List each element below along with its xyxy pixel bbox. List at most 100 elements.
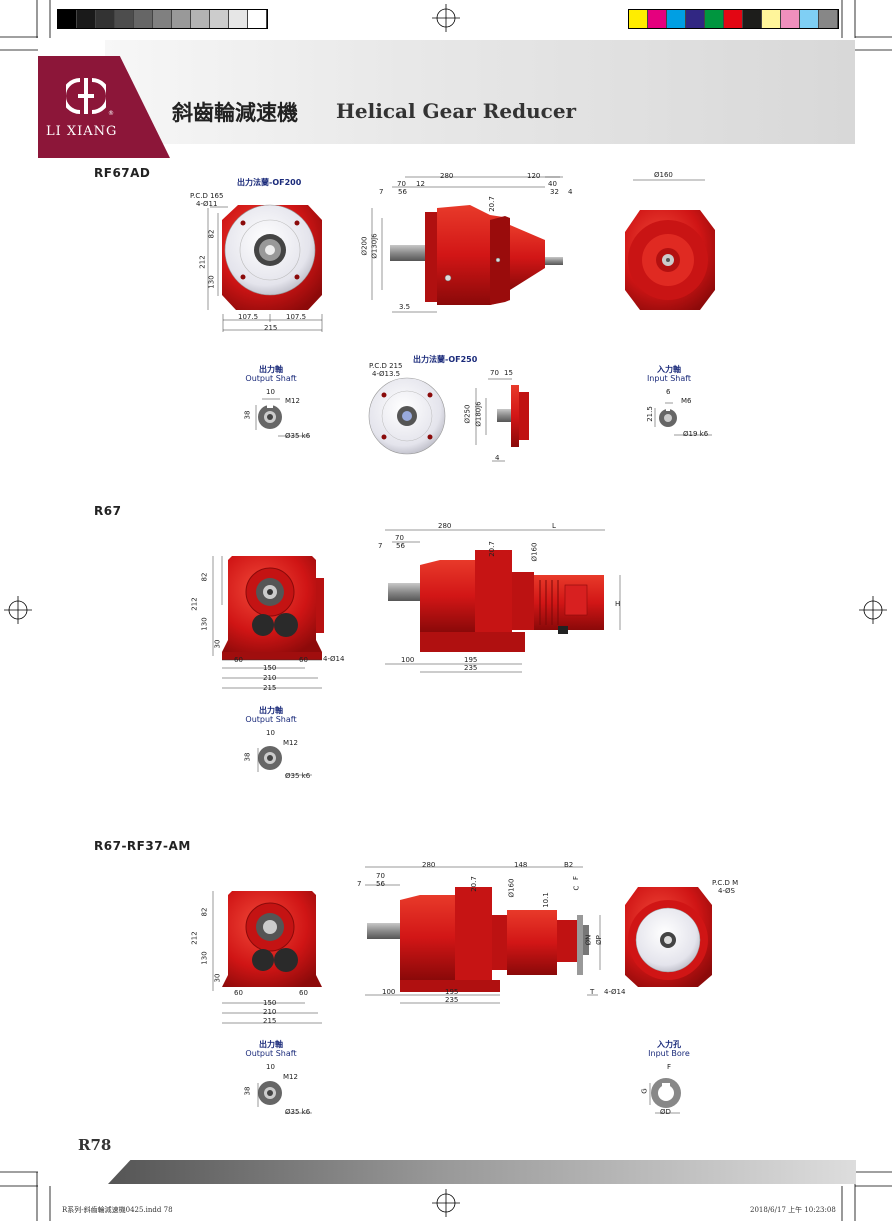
output-shaft-caption-en-3: Output Shaft	[245, 1049, 297, 1058]
gray-swatch-4	[134, 10, 153, 28]
r67-dim-195: 195	[464, 656, 478, 664]
r67-rf37-am-drawings	[212, 866, 712, 1114]
rf67ad-output-shaft-detail	[258, 404, 282, 429]
input-bore-caption: 入力孔 Input Bore	[640, 1040, 698, 1058]
s3-dim-235: 235	[445, 996, 459, 1004]
r67-dim-10: 10	[266, 729, 275, 737]
section-title-rf67ad: RF67AD	[94, 166, 151, 180]
dim-dia-250: Ø250	[463, 404, 472, 424]
s3-dim-30: 30	[213, 973, 222, 983]
gray-swatch-bar	[57, 9, 268, 29]
s3-dim-38: 38	[243, 1086, 252, 1096]
color-swatch-0	[629, 10, 648, 28]
r67-drawings	[212, 529, 621, 776]
r67-dim-56: 56	[396, 542, 405, 550]
s3-dim-holes-14: 4-Ø14	[604, 988, 626, 996]
dim-10: 10	[266, 388, 275, 396]
color-swatch-8	[781, 10, 800, 28]
color-swatch-1	[648, 10, 667, 28]
page-title-chinese: 斜齒輪減速機	[172, 101, 298, 125]
dim-70-b: 70	[490, 369, 499, 377]
dim-40: 40	[548, 180, 557, 188]
s3-dim-195: 195	[445, 988, 459, 996]
dim-20-7: 20.7	[487, 196, 496, 212]
dim-32: 32	[550, 188, 559, 196]
color-swatch-7	[762, 10, 781, 28]
thread-m6: M6	[681, 397, 692, 405]
dim-70: 70	[397, 180, 406, 188]
dim-280: 280	[440, 172, 454, 180]
r67-dim-30: 30	[213, 639, 222, 649]
r67-thread-m12: M12	[283, 739, 298, 747]
dim-130: 130	[207, 275, 216, 289]
rf67ad-input-shaft-detail	[659, 408, 677, 427]
print-slug-file: R系列-斜齒輪減速機0425.indd 78	[62, 1206, 173, 1214]
header-band	[105, 40, 855, 144]
s3-dim-60-right: 60	[299, 989, 308, 997]
r67-dim-70: 70	[395, 534, 404, 542]
r67-rf37-output-shaft-detail	[258, 1081, 282, 1105]
s3-dim-7: 7	[357, 880, 362, 888]
s3-dim-215: 215	[263, 1017, 277, 1025]
rf67ad-drawings	[207, 176, 715, 462]
dim-dia-130j6: Ø130j6	[370, 233, 379, 259]
s3-dim-dia-35-k6: Ø35 k6	[285, 1108, 311, 1116]
input-bore-caption-en: Input Bore	[648, 1049, 690, 1058]
dim-pcd-165: P.C.D 165	[190, 192, 224, 200]
output-shaft-caption-en: Output Shaft	[245, 374, 297, 383]
logo-registered-mark: ®	[108, 110, 114, 117]
s3-thread-m12: M12	[283, 1073, 298, 1081]
r67-dim-280: 280	[438, 522, 452, 530]
input-shaft-caption: 入力軸 Input Shaft	[640, 365, 698, 383]
color-swatch-10	[819, 10, 838, 28]
gray-swatch-10	[248, 10, 267, 28]
r67-dim-210: 210	[263, 674, 277, 682]
s3-dim-20-7: 20.7	[469, 876, 478, 892]
color-swatch-5	[724, 10, 743, 28]
section-title-r67-rf37-am: R67-RF37-AM	[94, 839, 191, 853]
r67-dim-holes-14: 4-Ø14	[323, 655, 345, 663]
dim-dia-35-k6: Ø35 k6	[285, 432, 311, 440]
output-shaft-caption-en-2: Output Shaft	[245, 715, 297, 724]
bore-dim-G: G	[640, 1088, 649, 1094]
r67-dim-235: 235	[464, 664, 478, 672]
s3-dim-148: 148	[514, 861, 528, 869]
logo-text: LI XIANG	[46, 124, 118, 139]
s3-dim-dia-P: ØP	[594, 935, 603, 945]
s3-dim-holes-S: 4-ØS	[718, 887, 735, 895]
s3-dim-T: T	[590, 988, 595, 996]
bore-dim-F: F	[667, 1063, 672, 1071]
r67-dim-215: 215	[263, 684, 277, 692]
dim-4-b: 4	[495, 454, 500, 462]
of200-flange-caption: 出力法蘭-OF200	[237, 178, 302, 187]
gray-swatch-5	[153, 10, 172, 28]
r67-dim-38: 38	[243, 752, 252, 762]
r67-dim-20-7: 20.7	[487, 541, 496, 557]
section-title-r67: R67	[94, 504, 122, 518]
dim-7: 7	[379, 188, 384, 196]
s3-dim-212: 212	[190, 931, 199, 945]
r67-dim-212: 212	[190, 597, 199, 611]
output-shaft-caption-3: 出力軸 Output Shaft	[240, 1040, 302, 1058]
page-title-english: Helical Gear Reducer	[336, 99, 577, 123]
r67-dim-dia-160: Ø160	[530, 542, 539, 562]
dim-82: 82	[207, 229, 216, 239]
color-swatch-2	[667, 10, 686, 28]
dim-4: 4	[568, 188, 573, 196]
rf67ad-end-view	[625, 210, 715, 310]
gray-swatch-8	[210, 10, 229, 28]
of250-flange-front	[368, 377, 446, 455]
s3-dim-82: 82	[200, 907, 209, 917]
gray-swatch-1	[77, 10, 96, 28]
dim-holes-11: 4-Ø11	[196, 200, 218, 208]
r67-dim-60-right: 60	[299, 656, 308, 664]
s3-dim-dia-160: Ø160	[507, 878, 516, 898]
dim-21-5: 21.5	[645, 406, 654, 422]
output-shaft-caption-zh-3: 出力軸	[259, 1040, 283, 1049]
bore-dim-dia-D: ØD	[660, 1108, 671, 1116]
dim-holes-13-5: 4-Ø13.5	[372, 370, 401, 378]
dim-pcd-215: P.C.D 215	[369, 362, 403, 370]
gray-swatch-7	[191, 10, 210, 28]
input-shaft-caption-en: Input Shaft	[646, 374, 692, 383]
page-number: R78	[78, 1136, 112, 1154]
